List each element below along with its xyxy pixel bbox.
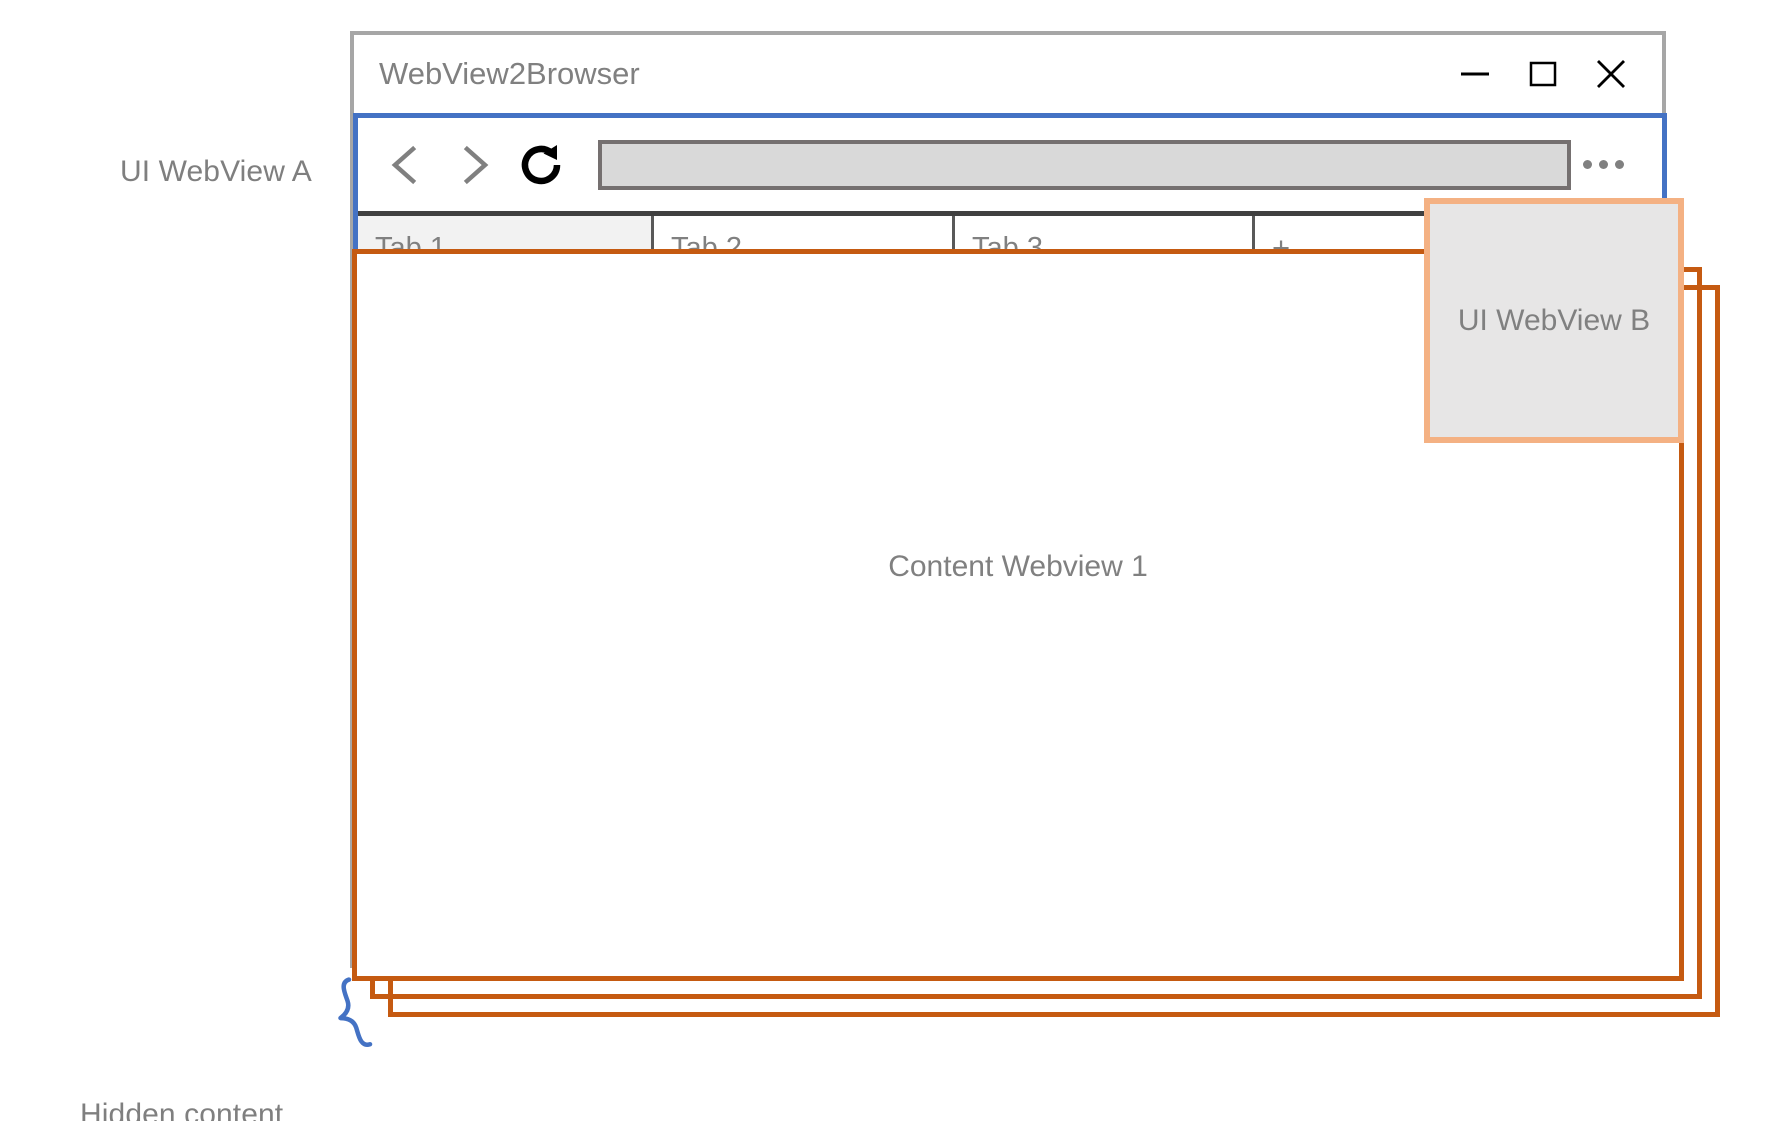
content-webview-1-label: Content Webview 1: [888, 550, 1148, 583]
minimize-icon[interactable]: [1458, 57, 1492, 91]
back-icon[interactable]: [380, 138, 434, 192]
annotation-ui-webview-a: UI WebView A: [120, 155, 312, 188]
browser-toolbar: [358, 118, 1662, 211]
hidden-content-line-1: Hidden content: [80, 1098, 284, 1121]
maximize-icon[interactable]: [1526, 57, 1560, 91]
address-input[interactable]: [598, 139, 1571, 190]
overflow-menu-icon[interactable]: [1583, 160, 1624, 169]
dot-1: [1583, 160, 1592, 169]
forward-icon[interactable]: [446, 138, 500, 192]
close-icon[interactable]: [1594, 57, 1628, 91]
window-title: WebView2Browser: [379, 56, 640, 91]
dot-2: [1599, 160, 1608, 169]
ui-webview-b-panel: UI WebView B: [1424, 198, 1684, 443]
reload-icon[interactable]: [514, 138, 568, 192]
brace-connector-icon: [320, 975, 380, 1055]
dot-3: [1615, 160, 1624, 169]
window-controls: [1458, 57, 1628, 91]
annotation-hidden-content: Hidden content WebViews 2 & 3: [80, 1000, 300, 1121]
title-bar: WebView2Browser: [354, 35, 1662, 113]
ui-webview-b-label: UI WebView B: [1457, 303, 1651, 337]
